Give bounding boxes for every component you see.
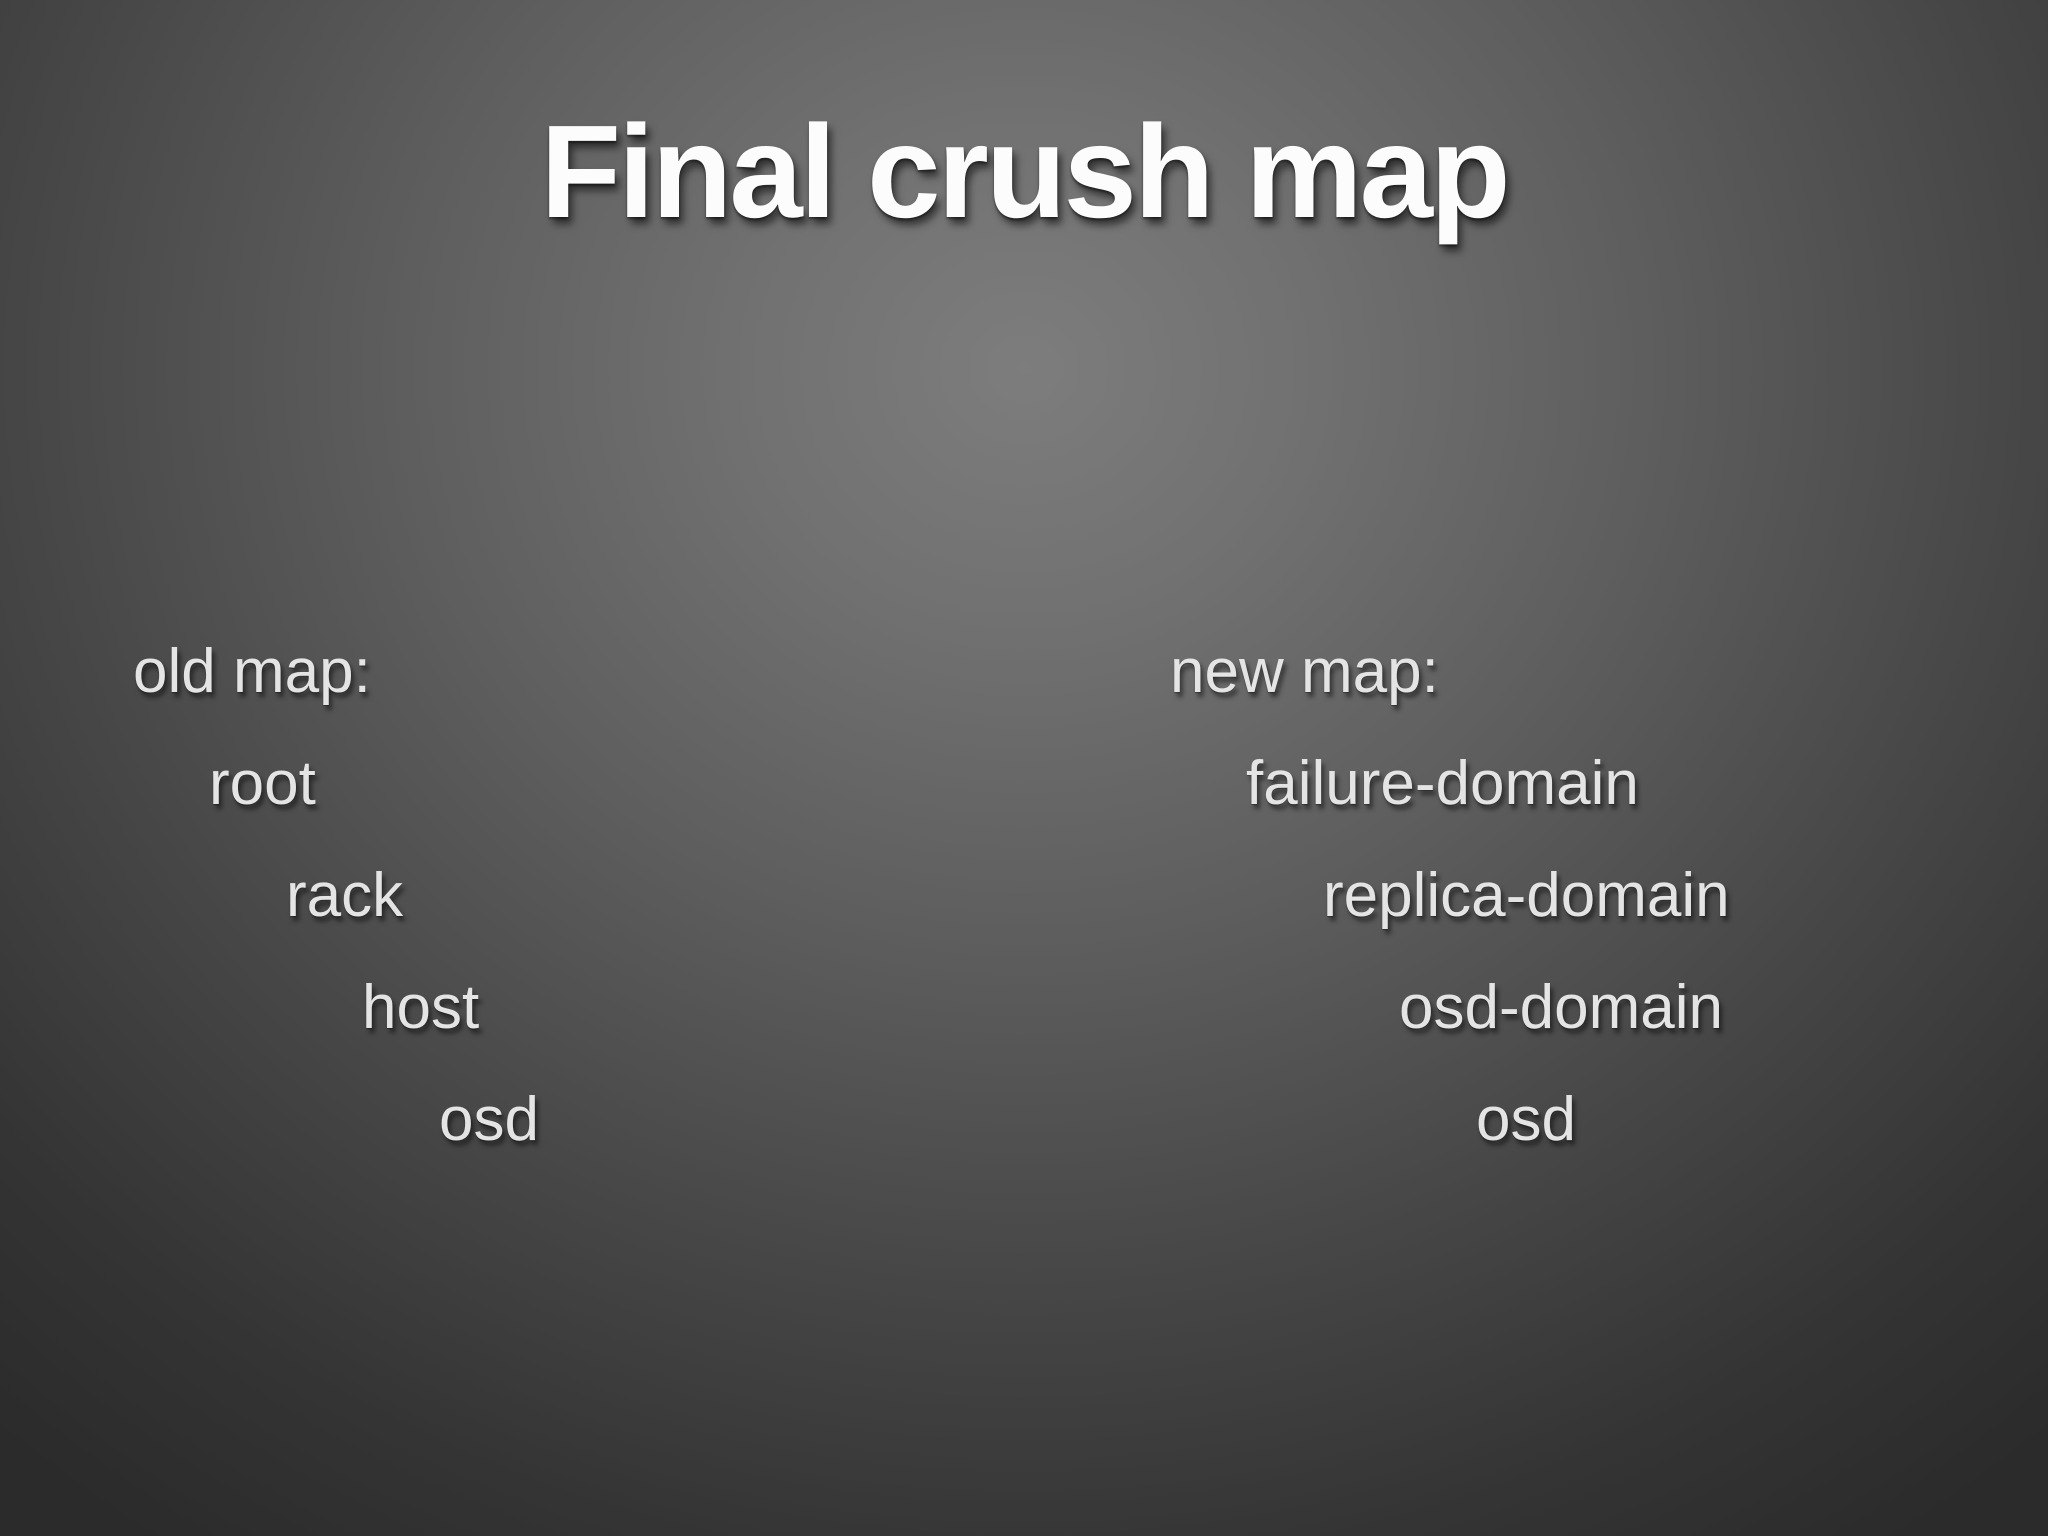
old-map-level-osd: osd bbox=[439, 1085, 539, 1154]
old-map-level-rack: rack bbox=[286, 861, 404, 930]
new-map-level-failure-domain: failure-domain bbox=[1246, 749, 1639, 818]
old-map-level-root: root bbox=[209, 749, 316, 818]
old-map-level-host: host bbox=[362, 973, 480, 1042]
slide-title: Final crush map bbox=[540, 98, 1510, 245]
new-map-level-osd: osd bbox=[1476, 1085, 1576, 1154]
new-map-column: new map: failure-domain replica-domain o… bbox=[1170, 616, 1730, 1176]
new-map-level-replica-domain: replica-domain bbox=[1323, 861, 1730, 930]
old-map-column: old map: root rack host osd bbox=[133, 616, 539, 1176]
new-map-level-osd-domain: osd-domain bbox=[1399, 973, 1723, 1042]
new-map-heading: new map: bbox=[1170, 637, 1439, 706]
old-map-heading: old map: bbox=[133, 637, 371, 706]
